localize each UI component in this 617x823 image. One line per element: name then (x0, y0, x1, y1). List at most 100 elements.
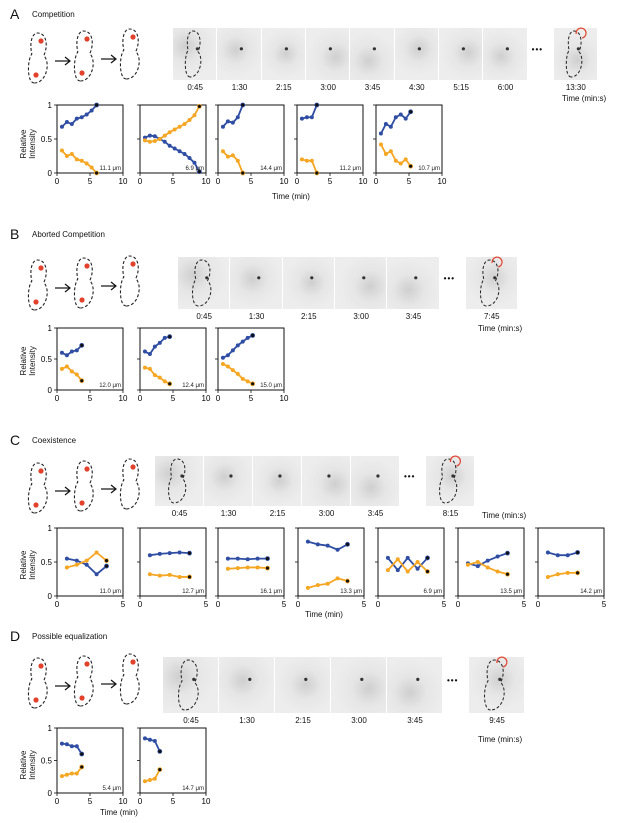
schematic-cell (119, 653, 140, 705)
data-point-orange (485, 565, 490, 570)
data-point-orange (74, 157, 79, 162)
data-point-orange (225, 364, 230, 369)
data-point-orange (167, 381, 173, 387)
schematic-d (27, 653, 140, 709)
data-point-blue (485, 558, 490, 563)
data-point-blue (314, 102, 320, 108)
data-point-orange (545, 574, 550, 579)
data-point-blue (64, 556, 69, 561)
data-point-orange (192, 113, 197, 118)
data-point-blue (152, 344, 157, 349)
data-point-orange (69, 771, 74, 776)
data-point-orange (59, 148, 64, 153)
frame-cell-overlay (240, 47, 244, 51)
data-point-blue (309, 115, 314, 120)
data-point-blue (74, 744, 79, 749)
focus-spot (229, 474, 233, 478)
data-point-blue (425, 555, 430, 561)
data-point-orange (398, 161, 403, 166)
panel-letter-b: B (10, 226, 20, 242)
data-point-blue (230, 120, 235, 125)
data-point-orange (74, 372, 79, 377)
data-point-blue (187, 550, 192, 556)
data-point-blue (74, 116, 79, 121)
frame-time-label: 2:15 (301, 312, 317, 321)
data-point-blue (64, 353, 69, 358)
data-point-orange (172, 127, 177, 132)
frame-cell-overlay (565, 27, 587, 78)
data-point-orange (147, 366, 152, 371)
data-point-orange (220, 361, 225, 366)
y-tick-label: 0.5 (41, 135, 53, 144)
schematic-cell (73, 460, 94, 512)
y-tick-label: 0 (48, 592, 53, 601)
data-point-blue (152, 739, 157, 743)
data-point-orange (240, 376, 245, 381)
frame-time-label: 0:45 (183, 716, 199, 725)
schematic-a (27, 28, 140, 84)
focus-spot (451, 474, 455, 478)
data-point-orange (235, 158, 240, 163)
chart-frame (56, 727, 124, 794)
x-tick-label: 0 (55, 600, 60, 609)
frame-time-label: 1:30 (248, 312, 265, 321)
data-point-blue (167, 143, 172, 148)
data-point-blue (545, 550, 550, 555)
red-cap-mark (575, 27, 587, 39)
chart-frame (139, 327, 207, 391)
frame-time-label: 3:00 (318, 509, 335, 518)
timelapse-frame (553, 28, 597, 80)
y-tick-label: 0 (48, 386, 53, 395)
x-tick-label: 0 (55, 177, 60, 186)
timelapse-frame (204, 456, 252, 506)
chart-frame (297, 527, 365, 597)
frame-time-label: 8:15 (442, 509, 459, 518)
panel-title-a: Competition (32, 10, 75, 19)
data-point-blue (398, 112, 403, 117)
x-tick-label: 10 (202, 797, 211, 806)
data-point-blue (89, 108, 94, 113)
data-point-blue (104, 563, 109, 569)
data-point-orange (255, 565, 260, 570)
data-point-orange (335, 576, 340, 581)
data-point-blue (555, 553, 560, 558)
timelapse-frame (331, 657, 386, 713)
scale-label: 13.5 μm (500, 589, 522, 595)
panel-letter-c: C (10, 432, 21, 448)
data-point-blue (403, 116, 408, 121)
data-point-blue (79, 342, 85, 348)
data-point-orange (182, 122, 187, 127)
data-point-blue (335, 547, 340, 552)
panel-title-d: Possible equalization (32, 632, 108, 641)
data-point-orange (167, 130, 172, 135)
x-tick-label: 10 (202, 177, 211, 186)
data-point-orange (299, 157, 304, 162)
data-point-blue (147, 553, 152, 558)
data-point-orange (157, 375, 162, 380)
time-axis-label-d: Time (min:s) (478, 735, 523, 744)
data-point-blue (157, 551, 162, 556)
data-point-orange (575, 570, 580, 576)
focus-spot (327, 474, 331, 478)
chart-frame (139, 527, 207, 597)
data-point-orange (230, 153, 235, 158)
chart-frame (217, 527, 285, 597)
data-point-orange (187, 117, 192, 122)
data-point-blue (385, 555, 390, 560)
timelapse-frame (173, 28, 217, 80)
nucleus-spot (84, 466, 90, 472)
chart-frame (217, 327, 285, 391)
ylabel-b: Relative Intensity (19, 346, 37, 376)
data-point-blue (59, 350, 64, 355)
schematic-cell (27, 657, 48, 709)
scale-label: 12.4 μm (182, 383, 204, 389)
focus-spot (362, 276, 366, 280)
scale-label: 6.9 μm (424, 589, 442, 595)
frame-cell-overlay (304, 677, 308, 681)
nucleus-spot (79, 695, 85, 701)
